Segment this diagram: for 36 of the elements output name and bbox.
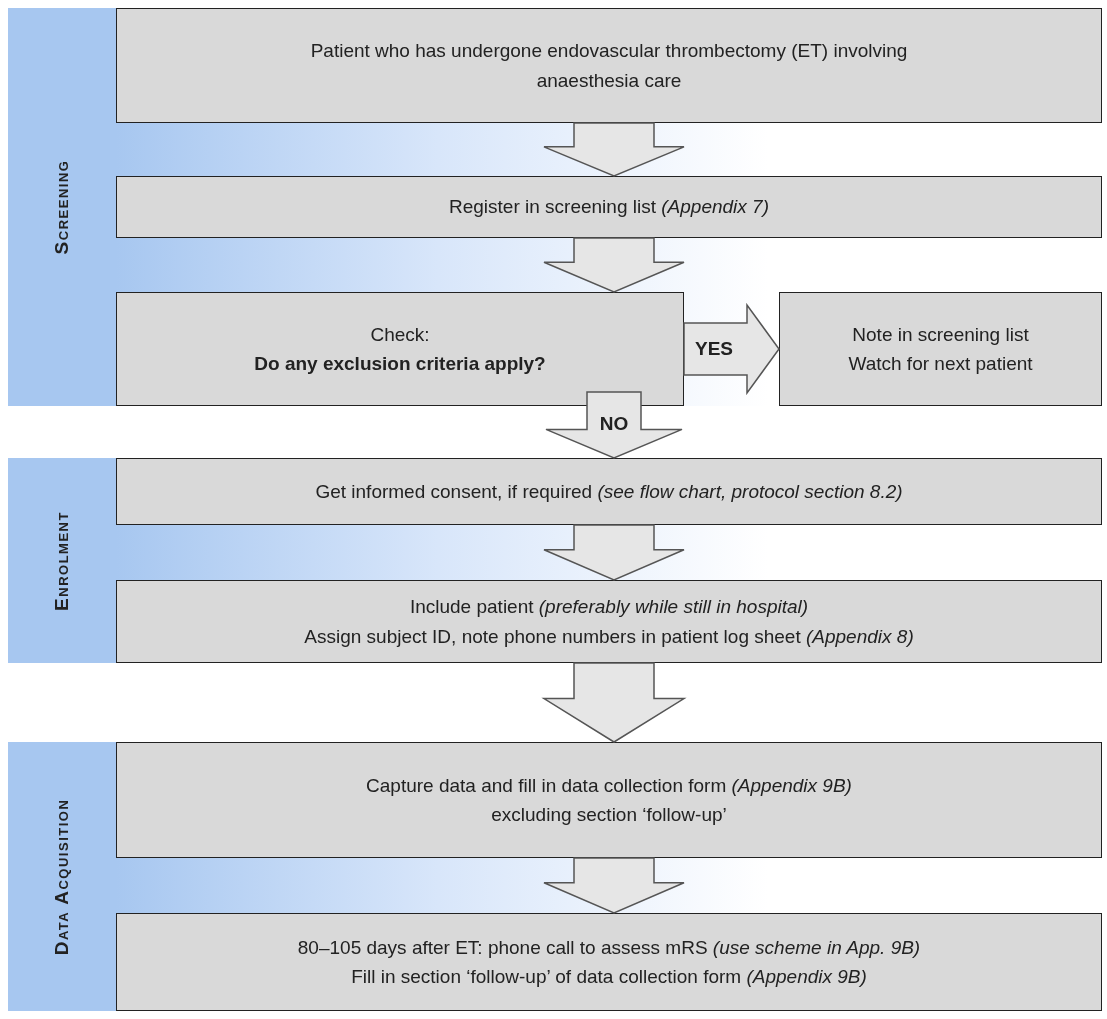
step-text: 80–105 days after ET: phone call to assess mRS (use scheme in App. 9B) xyxy=(297,935,921,960)
step-text: Include patient (preferably while still in hospital) xyxy=(409,595,809,620)
phase-label: Data Acquisition xyxy=(51,798,73,955)
step-text: Assign subject ID, note phone numbers in patient log sheet (Appendix 8) xyxy=(304,624,914,649)
step-text: Fill in section ‘follow-up’ of data collection form (Appendix 9B) xyxy=(351,965,867,989)
block-arrow xyxy=(543,237,685,293)
process-box xyxy=(116,458,1102,525)
edge-label: YES xyxy=(695,338,733,360)
process-box xyxy=(116,913,1102,1011)
block-arrow xyxy=(683,302,780,396)
step-text: Watch for next patient xyxy=(848,352,1033,376)
question-text: Do any exclusion criteria apply? xyxy=(254,352,546,376)
process-box xyxy=(779,292,1102,406)
process-box xyxy=(116,580,1102,663)
phase-label: Screening xyxy=(51,159,73,255)
process-box xyxy=(116,8,1102,123)
step-text: Check: xyxy=(370,322,430,347)
step-text: excluding section ‘follow-up’ xyxy=(491,803,727,827)
block-arrow xyxy=(543,524,685,581)
phase-band xyxy=(8,742,1102,1011)
process-box xyxy=(116,742,1102,858)
step-text: Capture data and fill in data collection form (Appendix 9B) xyxy=(366,773,852,798)
edge-label: NO xyxy=(599,413,629,435)
process-box xyxy=(116,176,1102,238)
phase-band xyxy=(8,458,1102,663)
step-text: Note in screening list xyxy=(852,322,1029,347)
block-arrow xyxy=(543,857,685,914)
phase-label: Enrolment xyxy=(51,510,73,611)
block-arrow xyxy=(541,662,687,743)
step-text: Register in screening list (Appendix 7) xyxy=(449,195,769,220)
process-box xyxy=(116,292,684,406)
block-arrow xyxy=(545,391,683,459)
block-arrow xyxy=(543,122,685,177)
step-text: Patient who has undergone endovascular thrombectomy (ET) involving anaesthesia care xyxy=(309,39,909,93)
step-text: Get informed consent, if required (see flow chart, protocol section 8.2) xyxy=(315,479,903,504)
phase-band xyxy=(8,8,1102,406)
